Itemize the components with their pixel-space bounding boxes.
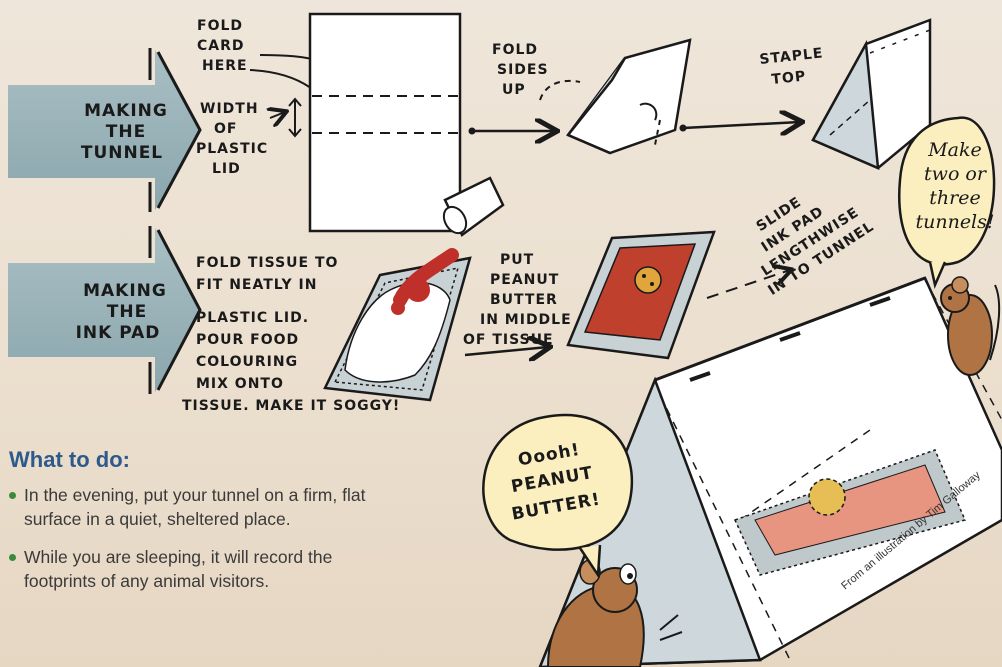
what-to-do-section: What to do: In the evening, put your tun… [9, 447, 409, 607]
put-peanut-2: PEANUT [490, 272, 559, 288]
width-label-4: LID [212, 161, 241, 177]
fold-tissue-5: COLOURING [196, 354, 298, 370]
put-peanut-1: PUT [500, 252, 534, 268]
what-to-do-heading: What to do: [9, 447, 409, 473]
put-peanut-4: IN MIDDLE [480, 312, 572, 328]
inkpad-arrow-label-3: INK PAD [76, 323, 161, 343]
making-tunnel-arrow: MAKING THE TUNNEL [8, 48, 200, 212]
put-peanut-5: OF TISSUE [463, 332, 554, 348]
fold-sides-label-1: FOLD [492, 42, 538, 58]
fold-sides-label-2: SIDES [497, 62, 549, 78]
put-peanut-3: BUTTER [490, 292, 558, 308]
fold-tissue-1: FOLD TISSUE TO [196, 255, 338, 271]
fold-card-label-3: HERE [202, 58, 248, 74]
fold-tissue-6: MIX ONTO [196, 376, 284, 392]
fold-tissue-3: PLASTIC LID. [196, 310, 309, 326]
staple-label-1: STAPLE [759, 45, 824, 68]
folding-tunnel [568, 40, 690, 153]
width-label-2: OF [214, 121, 237, 137]
bubble-make-2: two or [924, 163, 988, 185]
bubble-make-4: tunnels! [915, 211, 994, 233]
make-tunnels-bubble: Make two or three tunnels! [899, 118, 994, 285]
width-label-3: PLASTIC [196, 141, 268, 157]
tunnel-arrow-label-2: THE [106, 122, 146, 142]
inkpad-arrow-label-2: THE [107, 302, 147, 322]
tunnel-arrow-label-3: TUNNEL [81, 143, 163, 163]
list-item: While you are sleeping, it will record t… [9, 545, 409, 593]
bubble-make-1: Make [927, 139, 982, 161]
bubble-make-3: three [929, 187, 980, 209]
fold-tissue-7: TISSUE. MAKE IT SOGGY! [182, 398, 400, 414]
list-item: In the evening, put your tunnel on a fir… [9, 483, 409, 531]
fold-tissue-4: POUR FOOD [196, 332, 299, 348]
fold-card-label-1: FOLD [197, 18, 243, 34]
fold-card-label-2: CARD [197, 38, 245, 54]
what-to-do-list: In the evening, put your tunnel on a fir… [9, 483, 409, 593]
inkpad-with-peanut-butter [568, 232, 714, 358]
tunnel-arrow-label-1: MAKING [84, 101, 168, 121]
card-sheet [310, 14, 460, 231]
width-label-1: WIDTH [200, 101, 259, 117]
staple-label-2: TOP [771, 68, 807, 88]
fold-tissue-2: FIT NEATLY IN [196, 277, 317, 293]
fold-sides-label-3: UP [502, 82, 526, 98]
making-inkpad-arrow: MAKING THE INK PAD [8, 226, 200, 394]
inkpad-arrow-label-1: MAKING [83, 281, 167, 301]
